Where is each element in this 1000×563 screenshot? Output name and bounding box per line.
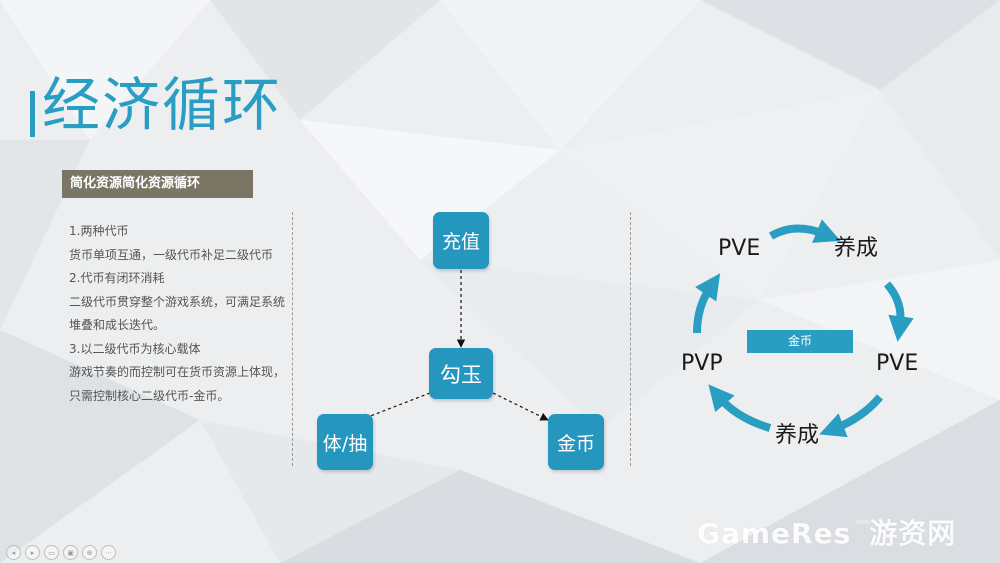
watermark-site: 游资网: [869, 517, 957, 550]
cycle-arrow-right: [883, 281, 914, 342]
cycle-arrow-top: [768, 219, 841, 243]
desc-line-1: 1.两种代币: [69, 224, 129, 238]
cycle-arrow-bottom-left: [708, 384, 772, 432]
node-recharge: 充值: [433, 212, 489, 269]
divider-left: [292, 212, 293, 466]
description-block: 1.两种代币 货币单项互通，一级代币补足二级代币 2.代币有闭环消耗 二级代币贯…: [69, 220, 291, 408]
cycle-center-badge: 金币: [747, 330, 853, 353]
node-gold: 金币: [548, 414, 604, 470]
desc-line-6: 游戏节奏的而控制可在货币资源上体现，只需控制核心二级代币-金币。: [69, 365, 286, 403]
arrow-gouyu-to-stamina: [359, 392, 431, 422]
pen-tool-button[interactable]: ▭: [44, 545, 59, 560]
cycle-arrow-left: [693, 273, 721, 334]
slide-sorter-button[interactable]: ▣: [63, 545, 78, 560]
desc-line-2: 货币单项互通，一级代币补足二级代币: [69, 247, 274, 262]
cycle-pvp: PVP: [681, 351, 723, 376]
prev-slide-button[interactable]: ◂: [6, 545, 21, 560]
watermark: GameRes 游资网: [697, 512, 956, 552]
node-stamina-draw: 体/抽: [317, 414, 373, 470]
watermark-text: GameRes: [697, 517, 852, 550]
title-accent-bar: [30, 91, 35, 137]
watermark-small: com: [856, 519, 869, 526]
divider-right: [630, 212, 631, 466]
node-gouyu: 勾玉: [429, 348, 493, 399]
cycle-arrow-bottom: [819, 394, 884, 438]
zoom-button[interactable]: ⊕: [82, 545, 97, 560]
slide-title: 经济循环: [42, 71, 283, 139]
presentation-toolbar: ◂ ▸ ▭ ▣ ⊕ ⋯: [6, 545, 116, 560]
arrow-gouyu-to-gold: [492, 392, 549, 421]
cycle-pve-right: PVE: [876, 351, 919, 376]
subtitle-box: 简化资源简化资源循环: [62, 170, 253, 198]
desc-line-5: 3.以二级代币为核心载体: [69, 341, 201, 356]
cycle-growth-top: 养成: [834, 236, 879, 261]
desc-line-3: 2.代币有闭环消耗: [69, 271, 165, 285]
cycle-pve-top: PVE: [718, 236, 761, 261]
more-options-button[interactable]: ⋯: [101, 545, 116, 560]
next-slide-button[interactable]: ▸: [25, 545, 40, 560]
desc-line-4: 二级代币贯穿整个游戏系统，可满足系统堆叠和成长迭代。: [69, 294, 286, 333]
cycle-growth-bottom: 养成: [775, 423, 820, 448]
